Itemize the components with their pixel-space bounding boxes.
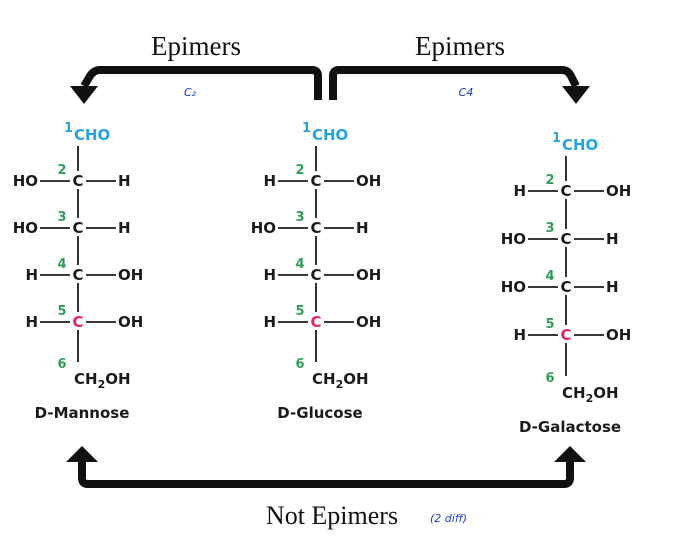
carbon-number-2: 2	[545, 173, 554, 188]
carbon-number-1: 1	[552, 131, 561, 146]
carbon-number-5: 5	[57, 304, 66, 319]
carbon-5: C	[310, 313, 321, 331]
epimers-right-arrow	[329, 66, 580, 100]
hydroxymethyl-group: CH2OH	[562, 384, 619, 405]
carbon-number-2: 2	[57, 163, 66, 178]
epimers-left-label: Epimers	[151, 31, 241, 61]
molecule-name: D-Mannose	[35, 404, 130, 422]
right-substituent: H	[118, 172, 131, 190]
right-substituent: H	[606, 230, 619, 248]
molecule-name: D-Galactose	[519, 418, 621, 436]
carbon-2: C	[560, 182, 571, 200]
hydroxymethyl-group: CH2OH	[74, 370, 131, 391]
carbon-2: C	[72, 172, 83, 190]
left-substituent: H	[263, 172, 276, 190]
carbon-5: C	[72, 313, 83, 331]
epimers-right-arrowhead	[562, 86, 590, 104]
not-epimers-arrow	[78, 462, 574, 488]
carbon-4: C	[560, 278, 571, 296]
left-substituent: HO	[251, 219, 276, 237]
carbon-3: C	[72, 219, 83, 237]
carbon-4: C	[310, 266, 321, 284]
right-substituent: H	[356, 219, 369, 237]
carbon-3: C	[560, 230, 571, 248]
carbon-number-6: 6	[545, 371, 554, 386]
right-substituent: OH	[606, 326, 631, 344]
carbon-number-4: 4	[57, 257, 66, 272]
aldehyde-group: CHO	[74, 126, 110, 144]
carbon-number-1: 1	[64, 121, 73, 136]
aldehyde-group: CHO	[312, 126, 348, 144]
carbon-5: C	[560, 326, 571, 344]
molecule-name: D-Glucose	[277, 404, 362, 422]
right-substituent: OH	[118, 313, 143, 331]
left-substituent: HO	[13, 172, 38, 190]
right-substituent: OH	[356, 266, 381, 284]
carbon-number-6: 6	[57, 357, 66, 372]
carbon-number-4: 4	[545, 269, 554, 284]
not-epimers-right-arrowhead	[554, 446, 586, 462]
right-substituent: OH	[118, 266, 143, 284]
carbon-4: C	[72, 266, 83, 284]
carbon-number-3: 3	[57, 210, 66, 225]
epimers-left-arrowhead	[70, 86, 98, 104]
right-substituent: OH	[356, 172, 381, 190]
aldehyde-group: CHO	[562, 136, 598, 154]
carbon-number-5: 5	[295, 304, 304, 319]
left-substituent: H	[25, 266, 38, 284]
not-epimers-left-arrowhead	[66, 446, 98, 462]
carbon-number-2: 2	[295, 163, 304, 178]
right-substituent: OH	[356, 313, 381, 331]
carbon-number-4: 4	[295, 257, 304, 272]
left-substituent: HO	[501, 278, 526, 296]
carbon-2: C	[310, 172, 321, 190]
not-epimers-label: Not Epimers	[266, 501, 398, 530]
right-substituent: H	[606, 278, 619, 296]
left-substituent: HO	[13, 219, 38, 237]
left-substituent: H	[263, 313, 276, 331]
not-epimers-note: (2 diff)	[430, 512, 467, 525]
left-substituent: H	[513, 326, 526, 344]
carbon-3: C	[310, 219, 321, 237]
c2-annotation: C₂	[184, 86, 197, 99]
carbon-number-1: 1	[302, 121, 311, 136]
epimers-left-arrow	[80, 66, 322, 100]
carbon-number-5: 5	[545, 317, 554, 332]
left-substituent: HO	[501, 230, 526, 248]
c4-annotation: C4	[459, 86, 474, 99]
carbon-number-6: 6	[295, 357, 304, 372]
left-substituent: H	[25, 313, 38, 331]
carbon-number-3: 3	[545, 221, 554, 236]
right-substituent: OH	[606, 182, 631, 200]
left-substituent: H	[513, 182, 526, 200]
carbon-number-3: 3	[295, 210, 304, 225]
epimers-right-label: Epimers	[415, 31, 505, 61]
left-substituent: H	[263, 266, 276, 284]
right-substituent: H	[118, 219, 131, 237]
hydroxymethyl-group: CH2OH	[312, 370, 369, 391]
